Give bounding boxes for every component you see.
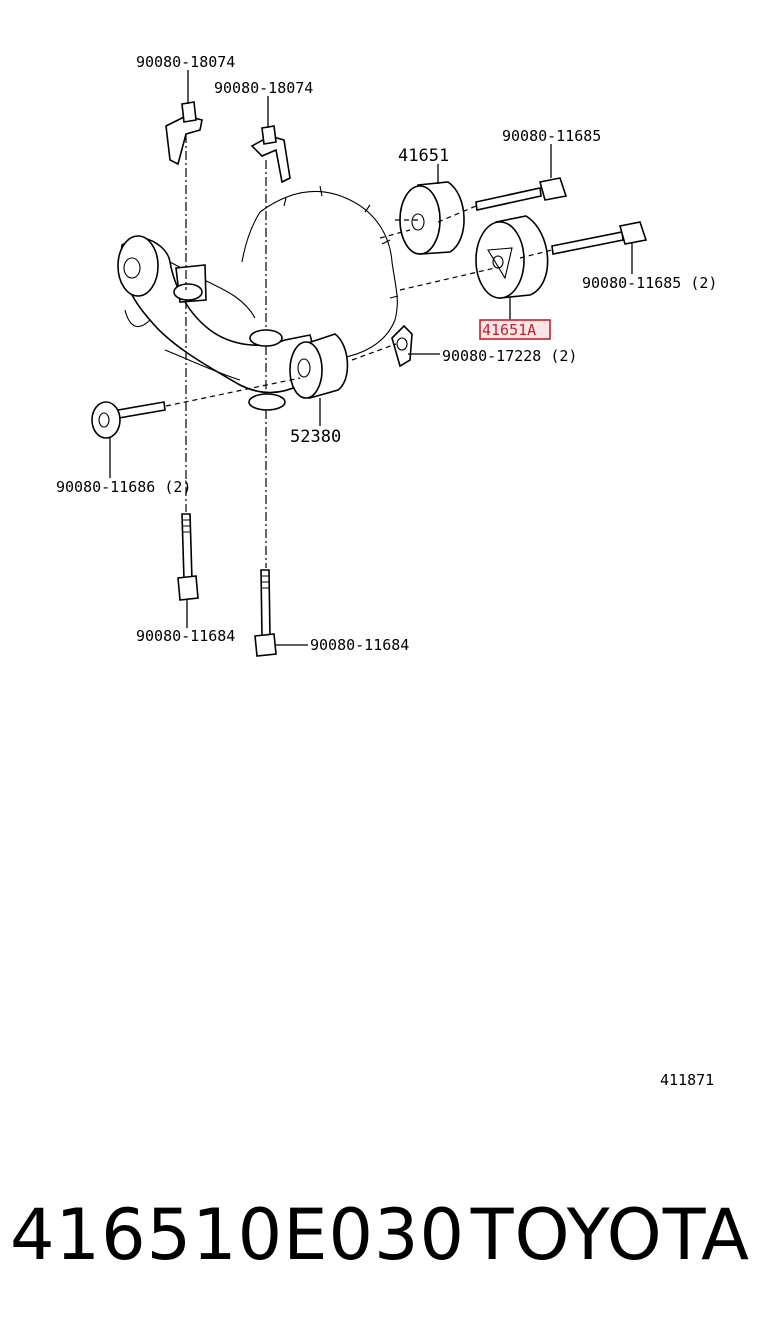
diagram-reference-code: 411871 [660,1071,715,1089]
label-bushing-mid: 52380 [290,427,341,447]
label-bolt-left: 90080-11686 (2) [56,478,191,496]
differential-housing [241,185,399,359]
label-bolt-top-left: 90080-18074 [136,53,235,71]
bolt-left [91,401,166,439]
part-number: 416510E030 [10,1194,466,1276]
assembly-lines [165,134,553,568]
label-bushing-highlight-group: 41651A [479,319,551,340]
mount-bracket-left [173,264,207,303]
leader-lines [109,70,633,646]
stud-bottom-mid [254,569,277,657]
label-bolt-right: 90080-11685 (2) [582,274,717,292]
parts-diagram: 90080-18074 90080-18074 41651 90080-1168… [56,53,717,657]
label-bolt-bottom-left: 90080-11684 [136,627,235,645]
bolt-right-top [475,177,568,211]
bushing-41651a [475,215,549,299]
label-bushing-top: 41651 [398,146,449,166]
label-bushing-highlight: 41651A [482,321,536,339]
label-bolt-right-top: 90080-11685 [502,127,601,145]
label-nut-right: 90080-17228 (2) [442,347,577,365]
label-bolt-top-mid: 90080-18074 [214,79,313,97]
highlight-box [479,319,551,340]
footer: 416510E030 TOYOTA [10,1185,750,1285]
clip-top-left [165,101,203,166]
clip-top-mid [250,125,291,184]
bolt-right [551,221,648,255]
mount-center [248,329,286,411]
bushing-41651 [399,181,465,255]
stud-bottom-left [177,513,199,601]
crossmember-left-bushing [117,235,159,297]
bushing-52380 [289,333,349,400]
brand-name: TOYOTA [470,1194,750,1276]
label-bolt-bottom-mid: 90080-11684 [310,636,409,654]
nut-17228 [391,324,413,368]
